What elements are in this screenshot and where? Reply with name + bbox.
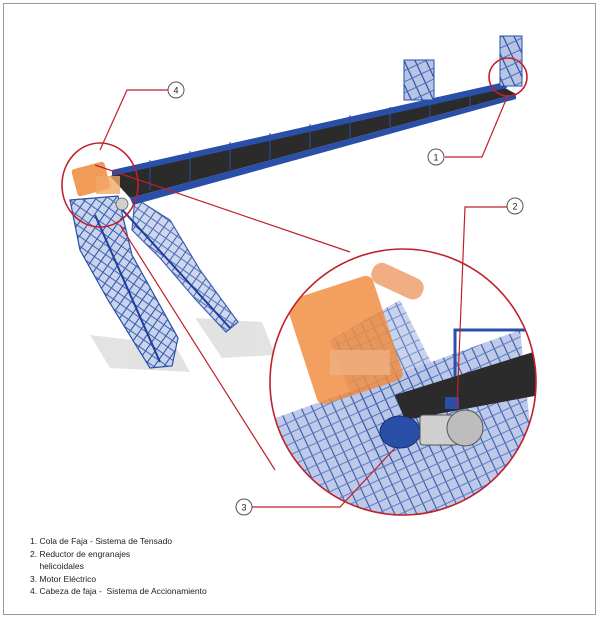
- legend-item-2-cont: helicoidales: [30, 561, 84, 571]
- callout-1: 1: [427, 148, 445, 166]
- tail-tower: [403, 35, 523, 101]
- legend-item-3: 3. Motor Eléctrico: [30, 573, 97, 584]
- callout-2: 2: [506, 197, 524, 215]
- zoom-lens: [94, 164, 537, 516]
- drive-unit-small: [71, 161, 129, 211]
- callout-2-label: 2: [512, 202, 517, 212]
- legend: 1. Cola de Faja - Sistema de Tensado 2. …: [30, 535, 207, 598]
- conveyor-gallery: [110, 82, 516, 205]
- legend-item-4: 4. Cabeza de faja - Sistema de Accionami…: [30, 586, 207, 596]
- callout-3: 3: [235, 498, 253, 516]
- callout-4-label: 4: [173, 86, 178, 96]
- callout-3-label: 3: [241, 503, 246, 513]
- legend-item-1: 1. Cola de Faja - Sistema de Tensado: [30, 536, 173, 546]
- legend-item-2: 2. Reductor de engranajes: [30, 548, 131, 559]
- ground-shadow: [90, 318, 275, 372]
- leader-lines: [99, 89, 513, 508]
- callout-1-label: 1: [433, 153, 438, 163]
- callout-4: 4: [167, 81, 185, 99]
- support-trestle: [69, 195, 239, 369]
